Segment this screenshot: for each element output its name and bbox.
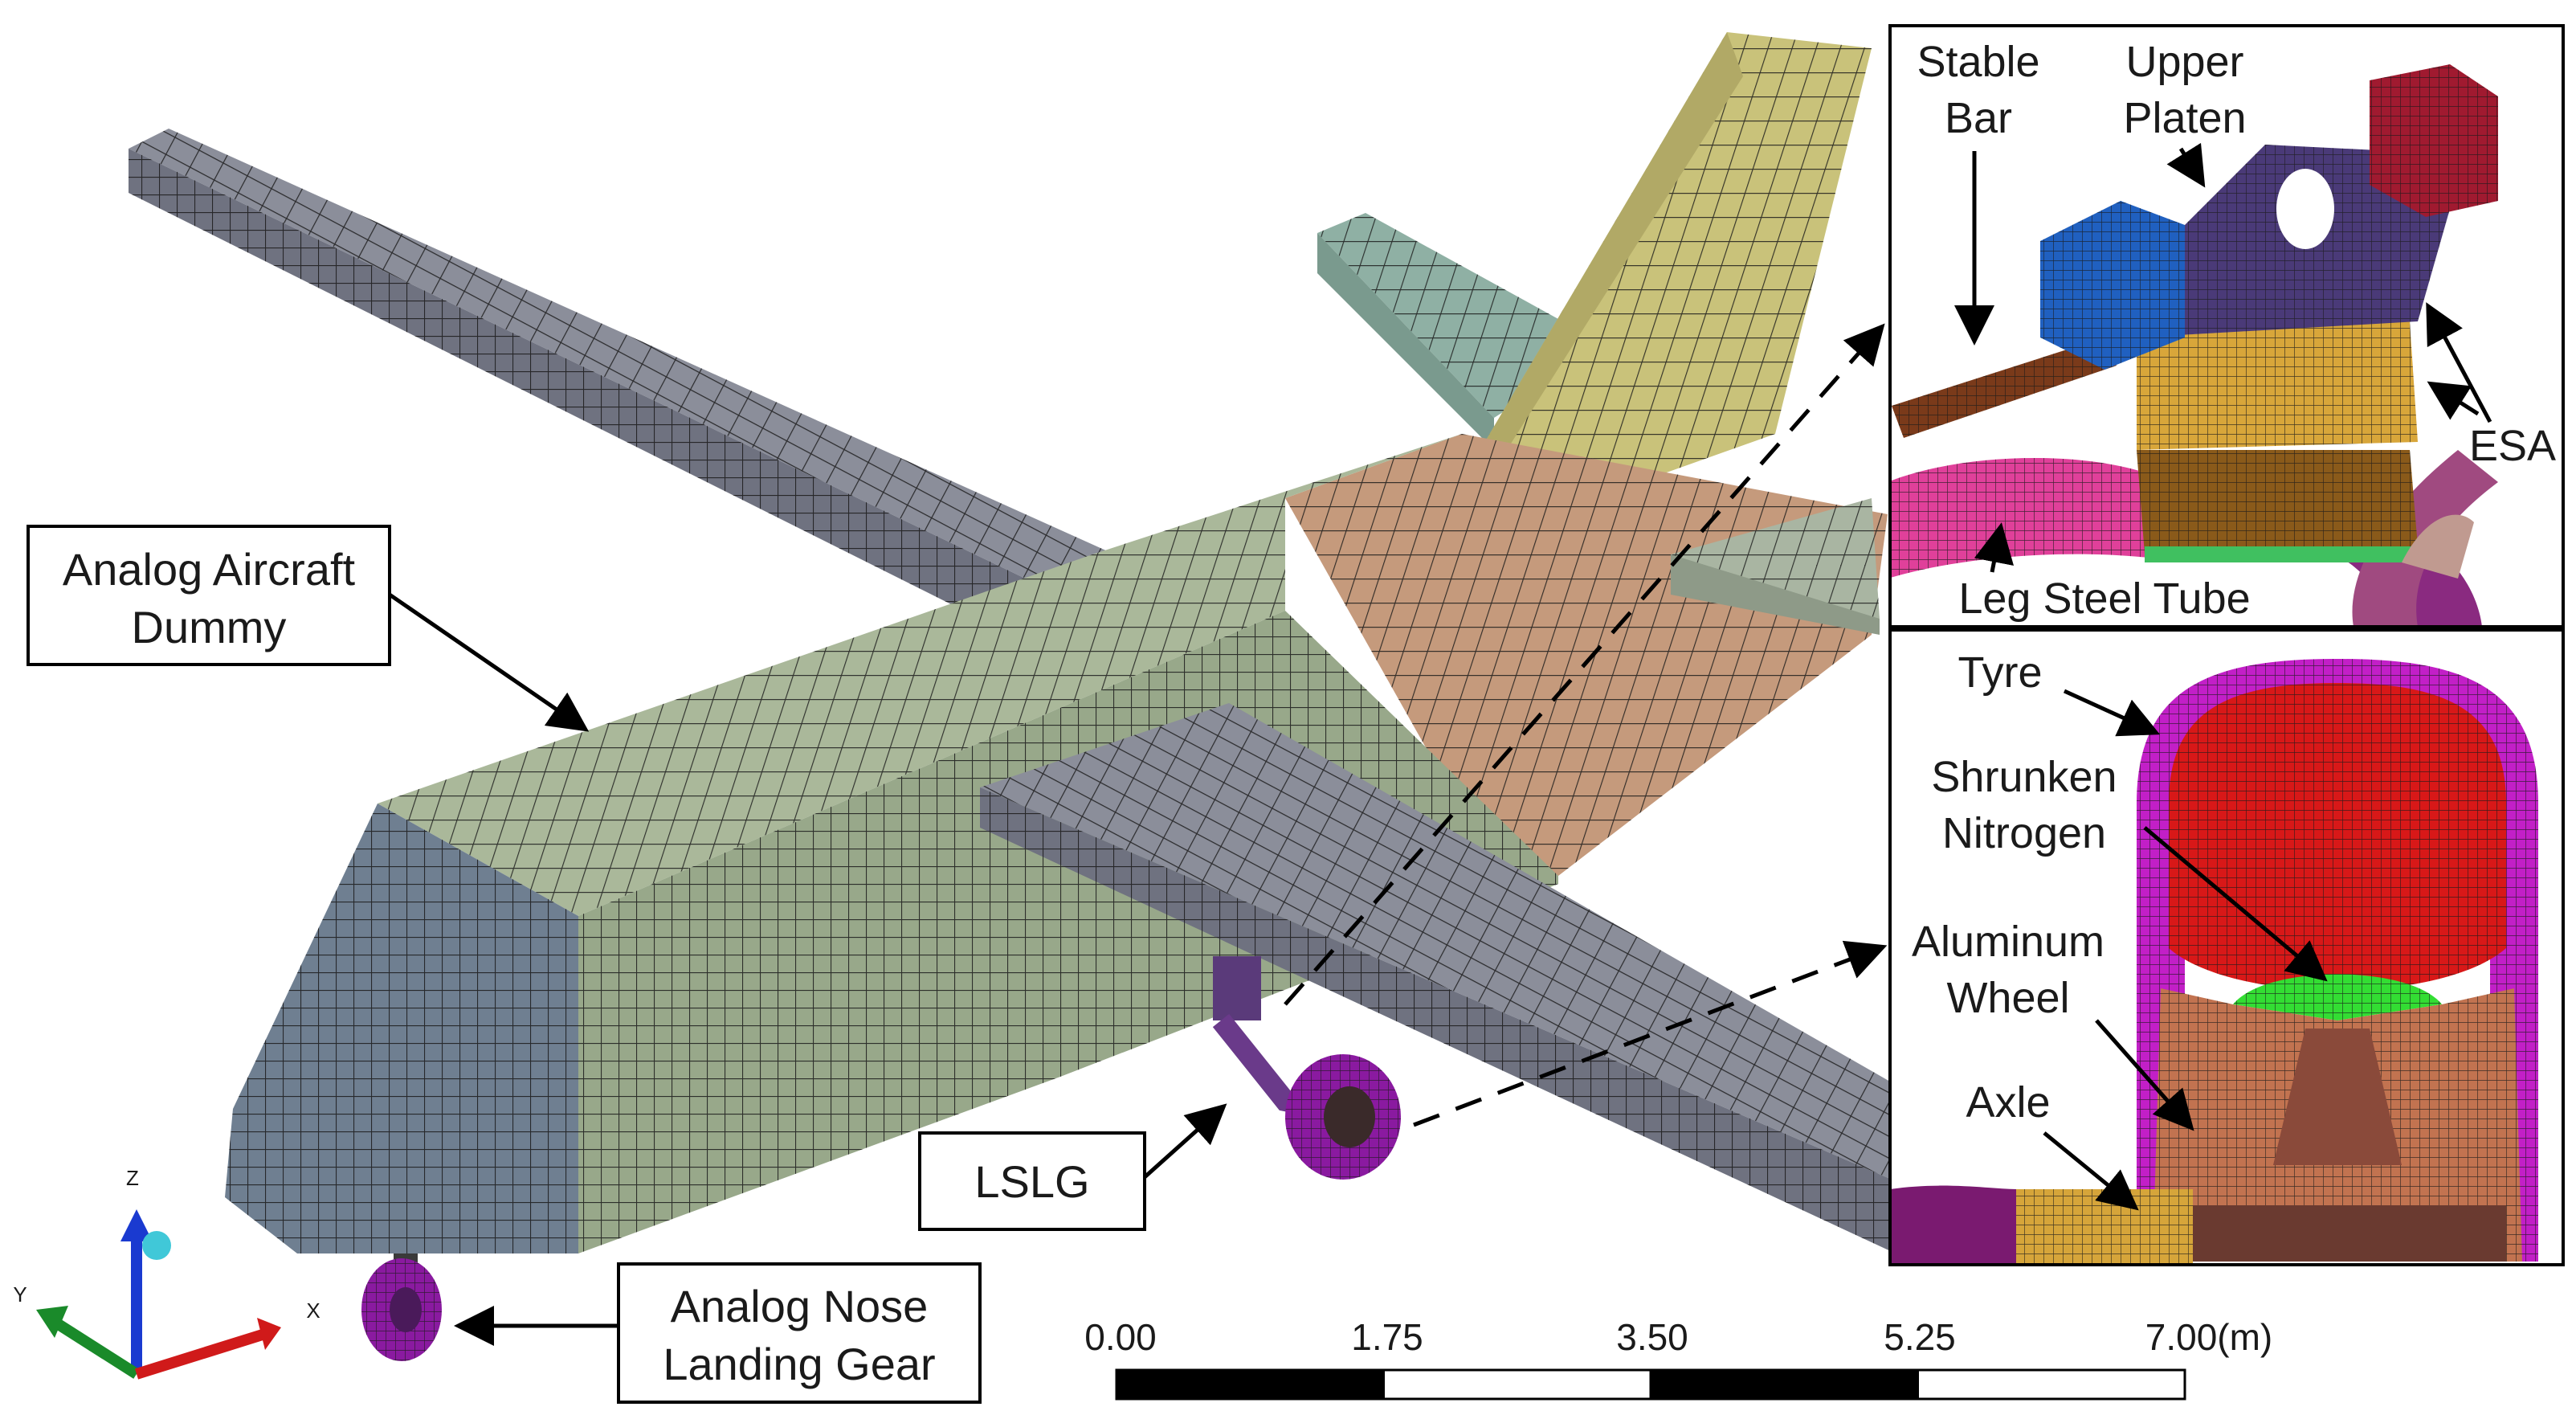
label-shrunken-1: Shrunken	[1931, 753, 2117, 801]
label-upper-platen-2: Platen	[2123, 94, 2246, 142]
callout-nose-line1: Analog Nose	[671, 1281, 929, 1331]
label-axle: Axle	[1966, 1078, 2050, 1127]
label-upper-platen-1: Upper	[2125, 38, 2243, 86]
callout-lslg: LSLG	[918, 1103, 1227, 1231]
z-axis-label: Z	[126, 1166, 139, 1190]
label-stable-bar-1: Stable	[1917, 38, 2039, 86]
scale-bar: 0.00 1.75 3.50 5.25 7.00(m)	[1084, 1316, 2272, 1401]
inset-bottom-wheel: Tyre Shrunken Nitrogen Aluminum Wheel Ax…	[1888, 628, 2565, 1266]
scale-bar-segments	[1115, 1368, 2186, 1401]
callout-aircraft-line1: Analog Aircraft	[63, 544, 356, 595]
label-esa: ESA	[2469, 422, 2556, 470]
label-shrunken-2: Nitrogen	[1942, 809, 2106, 857]
callout-nose-line2: Landing Gear	[663, 1339, 935, 1389]
scale-tick-2: 3.50	[1616, 1316, 1688, 1358]
y-axis-label: Y	[13, 1282, 27, 1307]
label-stable-bar-2: Bar	[1945, 94, 2012, 142]
callout-aircraft-line2: Dummy	[132, 602, 287, 652]
label-leg-steel-tube: Leg Steel Tube	[1958, 575, 2250, 623]
scale-tick-4: 7.00(m)	[2145, 1316, 2272, 1358]
lslg-gear	[1212, 956, 1401, 1180]
nose-gear	[361, 1253, 442, 1361]
label-aluminum-2: Wheel	[1946, 974, 2069, 1022]
inset-top-esa: Stable Bar Upper Platen ESA Leg Steel Tu…	[1888, 24, 2565, 628]
y-axis-arrow	[45, 1313, 140, 1379]
callout-aircraft: Analog Aircraft Dummy	[27, 525, 590, 732]
x-axis-label: X	[306, 1298, 320, 1323]
axis-triad: Z Y X	[13, 1166, 320, 1380]
analog-aircraft-model	[129, 32, 1896, 1361]
callout-lslg-text: LSLG	[974, 1156, 1089, 1207]
label-aluminum-1: Aluminum	[1912, 918, 2104, 966]
vertical-fin	[1414, 32, 1872, 562]
x-axis-arrow	[134, 1328, 267, 1380]
fuselage-nose	[225, 804, 578, 1253]
dashed-leaders	[1284, 323, 1888, 1127]
scale-segment-1	[1382, 1368, 1652, 1401]
h-stabilizer-near	[1671, 498, 1880, 635]
scale-tick-3: 5.25	[1884, 1316, 1956, 1358]
scale-tick-1: 1.75	[1351, 1316, 1423, 1358]
callout-nose-gear: Analog Nose Landing Gear	[454, 1262, 982, 1404]
scale-segment-0	[1115, 1368, 1385, 1401]
scale-tick-0: 0.00	[1084, 1316, 1157, 1358]
label-tyre: Tyre	[1958, 648, 2042, 697]
far-wing	[129, 129, 1133, 651]
fuselage-top	[378, 434, 1462, 916]
scale-segment-3	[1917, 1368, 2186, 1401]
scale-segment-2	[1649, 1368, 1919, 1401]
near-wing	[980, 703, 1896, 1253]
